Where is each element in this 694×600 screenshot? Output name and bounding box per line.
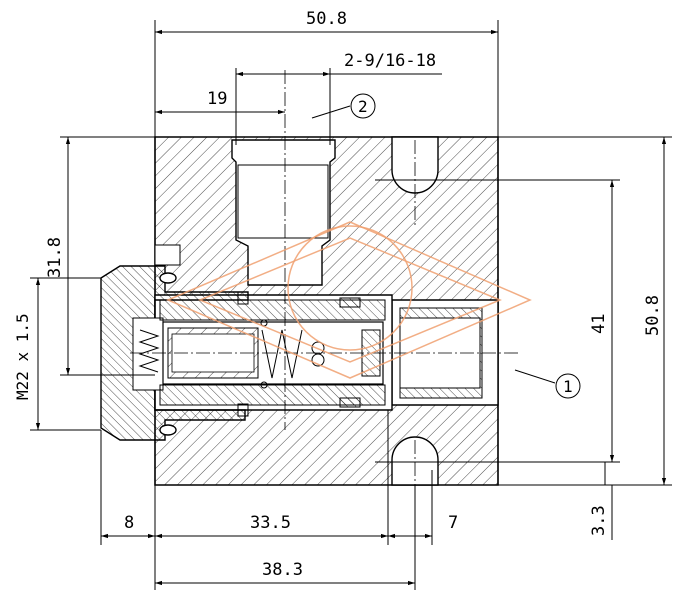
callout-circle-2 [350, 93, 376, 119]
dimension-lines [30, 20, 672, 590]
dim-bottom-total: 38.3 [262, 560, 303, 580]
dim-bottom-left: 8 [124, 513, 134, 533]
dim-bottom-mid: 33.5 [250, 513, 291, 533]
callout-label-1: 1 [563, 377, 573, 396]
dim-top-width: 50.8 [306, 9, 347, 29]
dim-cartridge-thread: M22 x 1.5 [13, 313, 32, 400]
dim-bottom-step: 3.3 [589, 505, 609, 536]
dim-port-offset: 19 [207, 89, 227, 109]
dim-left-height: 31.8 [45, 237, 65, 278]
dim-right-total-height: 50.8 [643, 295, 663, 336]
dim-port-thread: 2-9/16-18 [344, 51, 436, 71]
watermark-logo [166, 221, 532, 379]
dim-right-inner-height: 41 [589, 314, 609, 334]
spool-sleeve [159, 291, 386, 417]
dim-bottom-right: 7 [448, 513, 458, 533]
callout-label-2: 2 [358, 97, 368, 116]
callout-circle-1 [555, 373, 581, 399]
cartridge-cap [100, 265, 249, 441]
